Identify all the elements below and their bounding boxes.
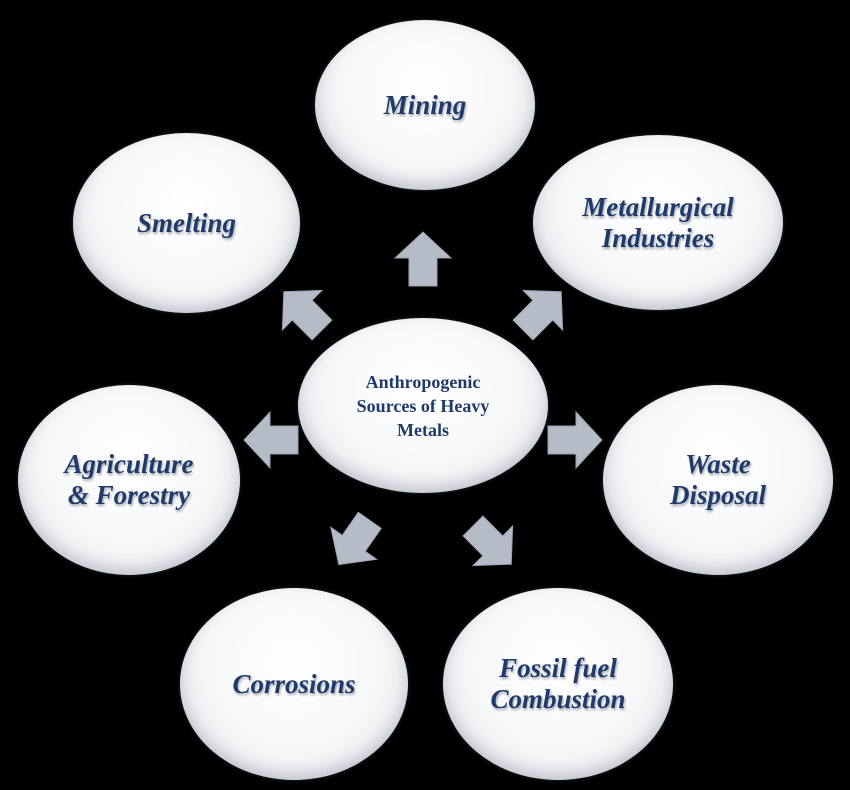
connector-arrow bbox=[512, 289, 564, 341]
node-fossil-fuel-combustion-label: Fossil fuel Combustion bbox=[490, 653, 626, 714]
connector-arrow bbox=[281, 289, 333, 341]
node-agriculture-forestry: Agriculture & Forestry bbox=[18, 385, 240, 575]
node-waste-disposal-label: Waste Disposal bbox=[669, 449, 767, 510]
node-corrosions-label: Corrosions bbox=[232, 668, 356, 699]
node-waste-disposal: Waste Disposal bbox=[603, 385, 833, 575]
node-mining-label: Mining bbox=[383, 89, 467, 120]
connector-arrow bbox=[330, 511, 382, 566]
center-node: Anthropogenic Sources of Heavy Metals bbox=[298, 318, 548, 493]
node-corrosions: Corrosions bbox=[180, 588, 408, 780]
node-smelting: Smelting bbox=[73, 133, 300, 313]
node-fossil-fuel-combustion: Fossil fuel Combustion bbox=[443, 588, 673, 780]
connector-arrow bbox=[243, 410, 299, 470]
connector-arrow bbox=[393, 231, 453, 287]
node-mining: Mining bbox=[315, 20, 535, 190]
connector-arrow bbox=[547, 410, 603, 470]
node-metallurgical-industries-label: Metallurgical Industries bbox=[582, 191, 734, 253]
node-agriculture-forestry-label: Agriculture & Forestry bbox=[64, 449, 194, 510]
center-node-label: Anthropogenic Sources of Heavy Metals bbox=[356, 371, 490, 440]
node-metallurgical-industries: Metallurgical Industries bbox=[533, 135, 783, 310]
node-smelting-label: Smelting bbox=[136, 207, 237, 238]
connector-arrow bbox=[462, 515, 514, 567]
